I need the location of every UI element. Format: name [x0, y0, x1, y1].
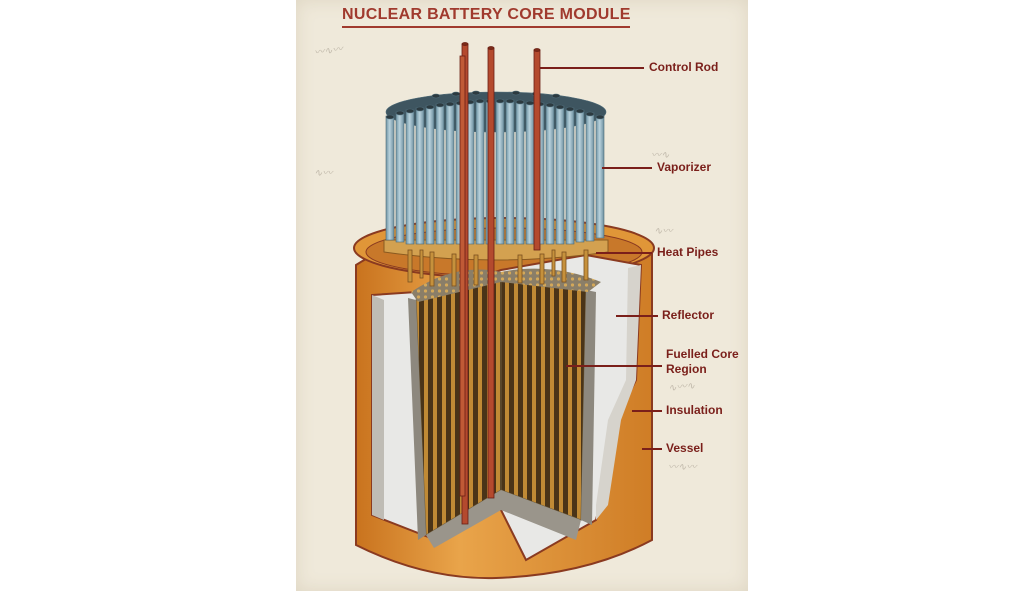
signature-scribble: ∿〰︎∿ [667, 380, 696, 395]
diagram-title: NUCLEAR BATTERY CORE MODULE [342, 6, 631, 23]
diagram-poster: NUCLEAR BATTERY CORE MODULE [296, 0, 748, 591]
leader-reflector [616, 315, 658, 317]
label-heat-pipes: Heat Pipes [657, 245, 719, 259]
fuelled-core [408, 268, 601, 548]
label-control-rod: Control Rod [649, 60, 719, 74]
leader-vessel [642, 448, 662, 450]
signature-scribble: 〰︎∿ [651, 150, 670, 161]
leader-fuelled-core [566, 365, 662, 367]
vaporizer [385, 90, 607, 245]
leader-heat-pipes [596, 252, 652, 254]
signature-scribble: ∿〰︎ [314, 168, 333, 179]
leader-vaporizer [602, 167, 652, 169]
label-reflector: Reflector [662, 308, 715, 322]
signature-scribble: ∿〰︎ [654, 226, 673, 237]
label-vaporizer: Vaporizer [657, 160, 712, 174]
label-insulation: Insulation [666, 403, 723, 417]
leader-control-rod [540, 67, 644, 69]
core-module-illustration [353, 42, 655, 580]
title-underline [342, 26, 630, 28]
signature-scribble: 〰︎∿〰︎ [668, 462, 697, 473]
label-fuelled-core-line1: Fuelled Core [666, 347, 739, 361]
leader-insulation [632, 410, 662, 412]
label-vessel: Vessel [666, 441, 704, 455]
label-fuelled-core-line2: Region [666, 362, 707, 376]
control-rods [459, 42, 541, 525]
